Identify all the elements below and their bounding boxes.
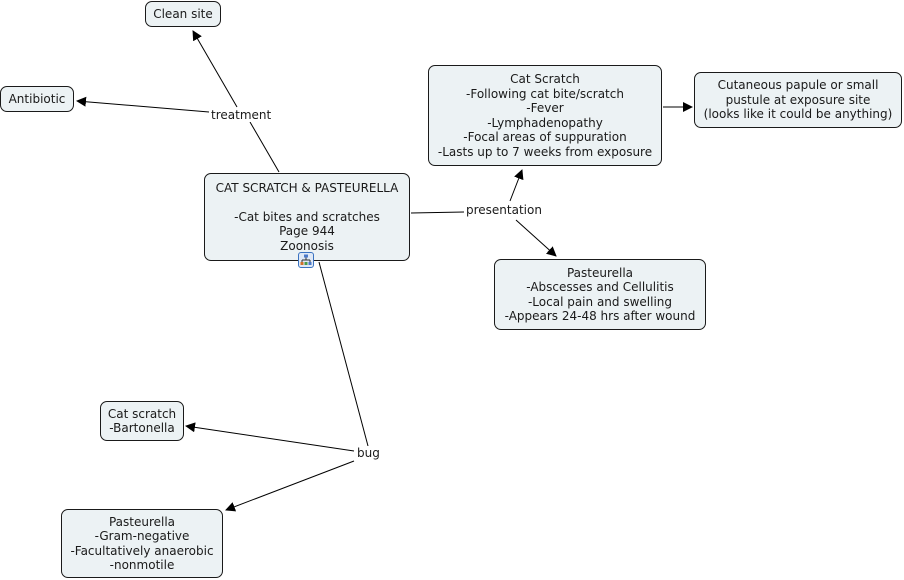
cat-scratch-line: -Focal areas of suppuration: [463, 130, 627, 144]
cat-scratch-title: Cat Scratch: [510, 72, 580, 86]
link-label-bug[interactable]: bug: [356, 446, 381, 460]
pasteurella-title: Pasteurella: [566, 265, 634, 280]
clean-site-label: Clean site: [153, 6, 213, 21]
cutaneous-line: pustule at exposure site: [725, 92, 871, 107]
concept-cat-scratch-presentation[interactable]: Cat Scratch -Following cat bite/scratch …: [428, 65, 662, 166]
pasteurella-bug-line: -Gram-negative: [94, 529, 190, 543]
submap-icon[interactable]: [298, 252, 314, 268]
pasteurella-bug-line: -nonmotile: [109, 558, 175, 572]
arrow-bug-pasteurella: [225, 460, 355, 512]
concept-clean-site[interactable]: Clean site: [145, 1, 221, 27]
cat-scratch-line: -Following cat bite/scratch: [466, 86, 624, 101]
concept-pasteurella-bug[interactable]: Pasteurella -Gram-negative -Facultativel…: [61, 509, 223, 578]
pasteurella-line: -Appears 24-48 hrs after wound: [504, 309, 696, 323]
line-main-bug: [318, 261, 369, 447]
arrow-presentation-pasteurella: [515, 219, 557, 257]
cat-scratch-bug-line: -Bartonella: [109, 421, 175, 435]
main-line-1: -Cat bites and scratches: [234, 209, 380, 224]
cat-scratch-line: -Lasts up to 7 weeks from exposure: [437, 144, 653, 159]
arrow-treatment-clean-site: [192, 30, 238, 108]
concept-cat-scratch-bug[interactable]: Cat scratch -Bartonella: [100, 401, 184, 441]
cat-scratch-bug-title: Cat scratch: [107, 406, 177, 421]
main-title: CAT SCRATCH & PASTEURELLA: [215, 180, 399, 195]
concept-pasteurella-presentation[interactable]: Pasteurella -Abscesses and Cellulitis -L…: [494, 259, 706, 330]
arrow-bug-cat-scratch: [185, 422, 355, 452]
concept-main[interactable]: CAT SCRATCH & PASTEURELLA -Cat bites and…: [204, 173, 410, 261]
cutaneous-line: (looks like it could be anything): [703, 107, 893, 122]
antibiotic-label: Antibiotic: [8, 91, 66, 106]
line-main-presentation: [410, 211, 465, 214]
concept-antibiotic[interactable]: Antibiotic: [0, 86, 74, 112]
cutaneous-line: Cutaneous papule or small: [717, 78, 879, 93]
link-label-presentation[interactable]: presentation: [465, 203, 543, 217]
cat-scratch-line: -Lymphadenopathy: [487, 115, 603, 130]
main-line-3: Zoonosis: [280, 238, 334, 253]
cat-scratch-line: -Fever: [526, 101, 564, 115]
concept-cutaneous[interactable]: Cutaneous papule or small pustule at exp…: [694, 72, 902, 128]
pasteurella-line: -Abscesses and Cellulitis: [526, 280, 674, 294]
main-line-2: Page 944: [279, 224, 335, 239]
hierarchy-icon: [300, 254, 312, 265]
pasteurella-bug-title: Pasteurella: [108, 514, 176, 529]
arrow-presentation-cat-scratch: [509, 169, 524, 202]
main-blank: [205, 195, 409, 210]
pasteurella-line: -Local pain and swelling: [527, 294, 673, 309]
arrow-treatment-antibiotic: [76, 96, 210, 113]
line-main-treatment: [249, 121, 280, 173]
link-label-treatment[interactable]: treatment: [210, 108, 273, 122]
pasteurella-bug-line: -Facultatively anaerobic: [70, 543, 214, 558]
